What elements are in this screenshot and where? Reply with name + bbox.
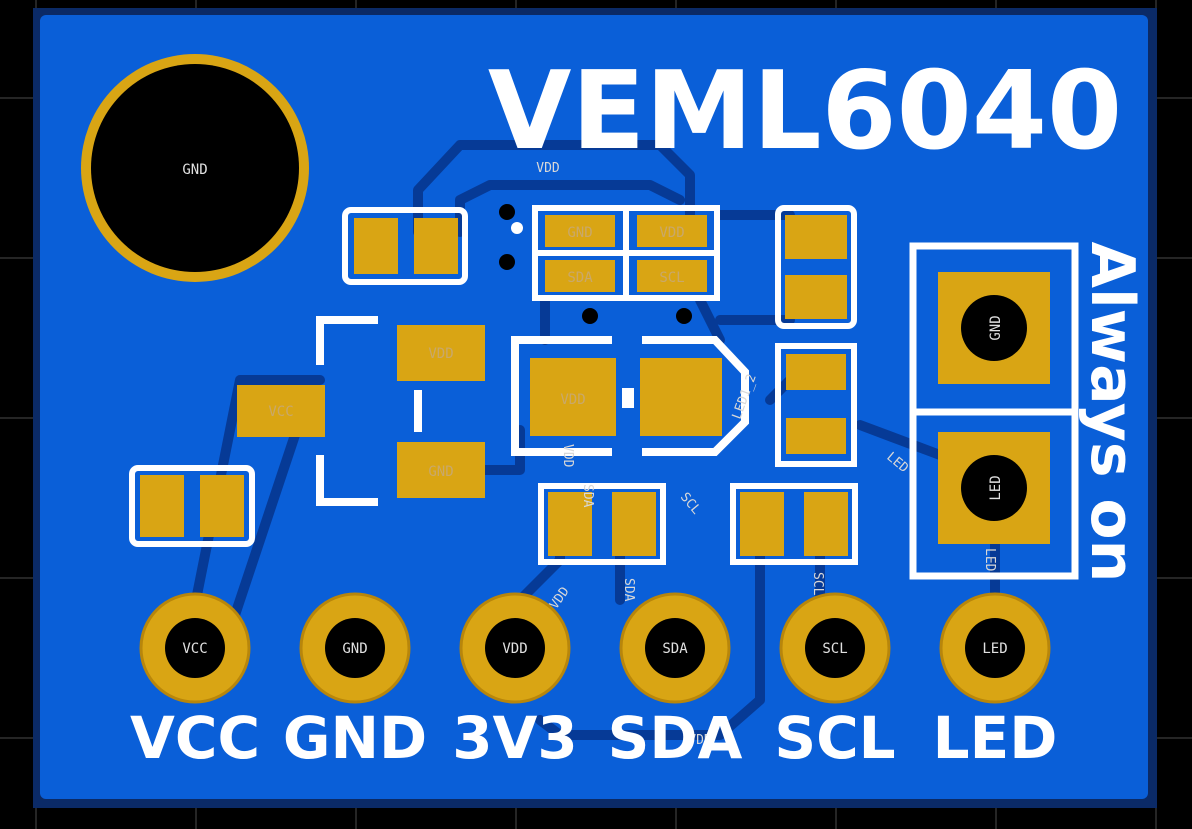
vias bbox=[499, 204, 692, 324]
resistor-array bbox=[775, 205, 857, 467]
cap-bottom-left bbox=[129, 465, 255, 547]
header-pin-drill bbox=[645, 618, 705, 678]
net-label-vdd-bottom: VDD bbox=[688, 733, 712, 748]
header-pin-silk: LED bbox=[933, 704, 1058, 772]
mounting-hole-net: GND bbox=[182, 162, 207, 178]
net-label-led-vert: LED bbox=[982, 548, 997, 572]
sensor-pad-gnd: GND bbox=[567, 225, 592, 241]
sensor-pad-sda: SDA bbox=[567, 270, 593, 286]
header-pin-drill bbox=[165, 618, 225, 678]
header-pin-silk: SCL bbox=[774, 704, 895, 772]
header-pin-silk: 3V3 bbox=[452, 704, 578, 772]
cap-top-left bbox=[342, 207, 468, 285]
sensor-pad-vdd: VDD bbox=[659, 225, 684, 241]
header-pin-sda: SDA SDA bbox=[608, 592, 743, 772]
net-label-scl-low: SCL bbox=[810, 572, 825, 596]
board-title: VEML6040 bbox=[488, 49, 1122, 174]
net-label-vdd-vert: VDD bbox=[560, 444, 575, 468]
sensor-pad-scl: SCL bbox=[659, 270, 684, 286]
regulator: VDD GND VCC bbox=[237, 316, 485, 506]
header-pin-net: VCC bbox=[182, 641, 207, 657]
net-label-sda-vert: SDA bbox=[580, 484, 595, 508]
regulator-pad-in: VDD bbox=[428, 346, 453, 362]
header-pin-led: LED LED bbox=[933, 592, 1058, 772]
led-header-pin1-net: GND bbox=[988, 315, 1004, 340]
led-header: GND LED bbox=[909, 242, 1079, 580]
net-label-sda-low: SDA bbox=[621, 578, 636, 602]
regulator-pad-out: VCC bbox=[268, 404, 293, 420]
header-pin-net: SDA bbox=[662, 641, 688, 657]
header-pin-net: LED bbox=[982, 641, 1007, 657]
header-pin-net: VDD bbox=[502, 641, 527, 657]
pin1-marker bbox=[511, 222, 523, 234]
regulator-pad-gnd: GND bbox=[428, 464, 453, 480]
header-pin-net: GND bbox=[342, 641, 367, 657]
led-pad1: VDD bbox=[560, 392, 585, 408]
always-on-label: Always on bbox=[1077, 242, 1147, 583]
header-pin-3v3: VDD 3V3 bbox=[452, 592, 578, 772]
header-pin-silk: SDA bbox=[608, 704, 743, 772]
led-header-pin2-net: LED bbox=[988, 475, 1004, 500]
header-pin-drill bbox=[325, 618, 385, 678]
header-pin-drill bbox=[965, 618, 1025, 678]
net-label-vdd-top: VDD bbox=[536, 161, 560, 176]
header-pin-drill bbox=[485, 618, 545, 678]
header-pin-gnd: GND GND bbox=[283, 592, 427, 772]
sensor-footprint: GND VDD SDA SCL bbox=[532, 205, 720, 301]
pullup-resistors bbox=[538, 483, 858, 565]
header-pin-scl: SCL SCL bbox=[774, 592, 896, 772]
header-pin-silk: GND bbox=[283, 704, 427, 772]
header-pin-net: SCL bbox=[822, 641, 847, 657]
header-pins: VCC VCC GND GND VDD 3V3 SDA SDA SCL SCL LED LED bbox=[130, 592, 1058, 772]
mounting-hole: GND bbox=[81, 54, 309, 282]
header-pin-drill bbox=[805, 618, 865, 678]
header-pin-vcc: VCC VCC bbox=[130, 592, 260, 772]
header-pin-silk: VCC bbox=[130, 704, 260, 772]
